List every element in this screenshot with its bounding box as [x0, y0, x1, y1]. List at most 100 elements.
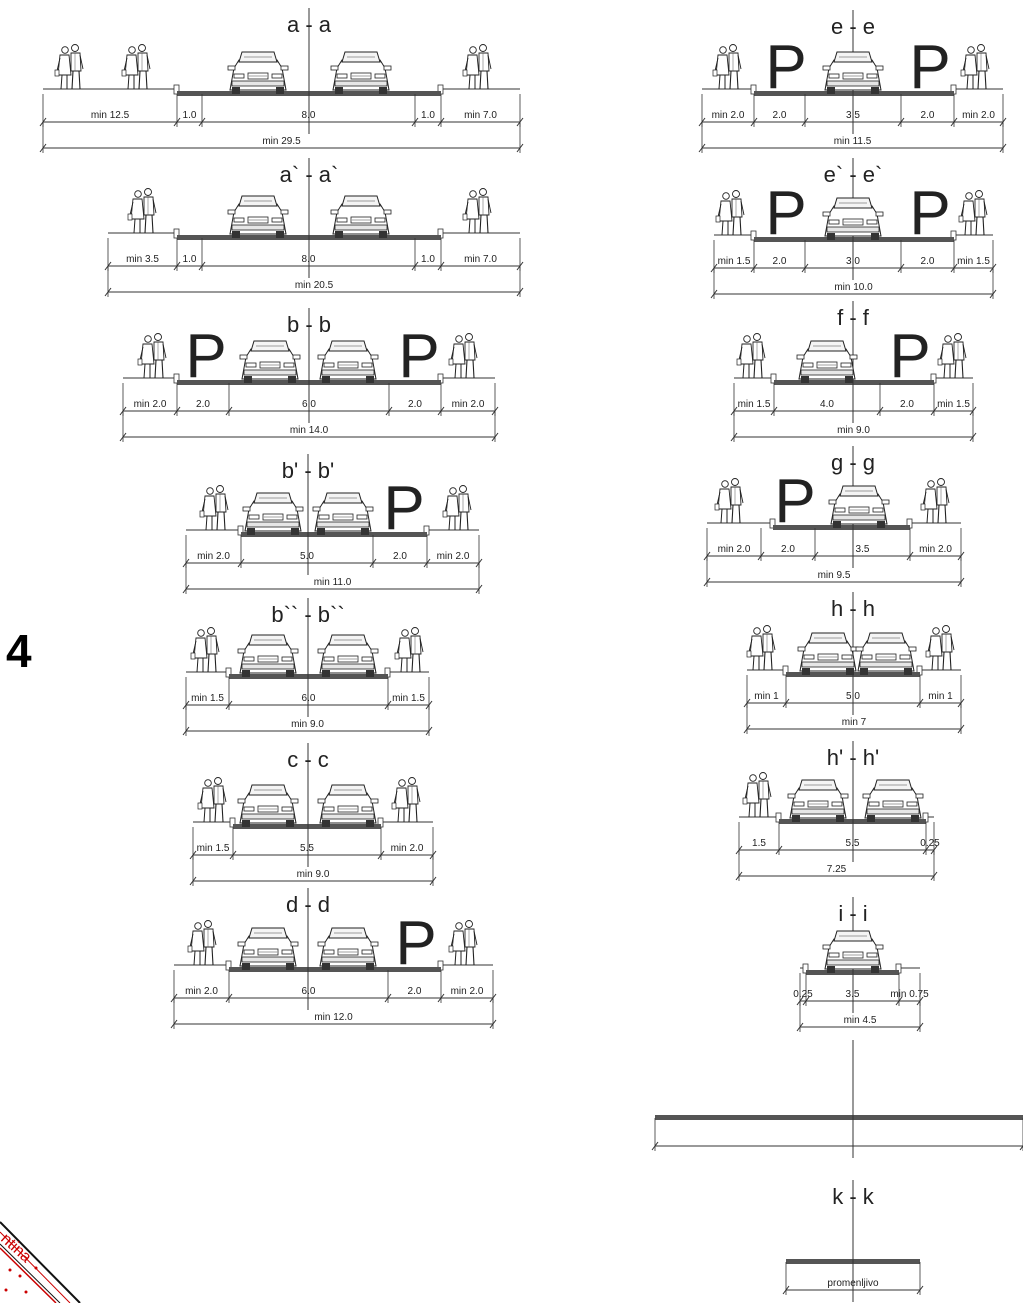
dimension-tick — [173, 406, 181, 416]
section-title: a - a — [287, 12, 332, 37]
car-icon — [828, 485, 890, 529]
parking-sign: P — [185, 322, 226, 391]
dimension-tick — [475, 584, 483, 594]
dimension-label: 2.0 — [921, 256, 935, 267]
car-icon — [317, 927, 379, 971]
parking-sign: P — [909, 179, 950, 248]
dimension-tick — [796, 1022, 804, 1032]
dimension-tick — [916, 1022, 924, 1032]
dimension-tick — [489, 1019, 497, 1029]
section-title: a` - a` — [280, 162, 339, 187]
dimension-tick — [39, 143, 47, 153]
dimension-tick — [811, 551, 819, 561]
dimension-tick — [104, 287, 112, 297]
dimension-label: min 2.0 — [452, 399, 485, 410]
car-icon — [317, 634, 379, 678]
total-dimension-label: min 14.0 — [290, 425, 329, 436]
roadway — [773, 525, 910, 530]
dimension-tick — [801, 263, 809, 273]
dimension-tick — [437, 117, 445, 127]
sheet-number: 4 — [6, 625, 32, 677]
pedestrians-icon — [121, 43, 151, 90]
pedestrians-icon — [712, 43, 742, 90]
dimension-tick — [782, 698, 790, 708]
section-title: d - d — [286, 892, 330, 917]
section-title: e` - e` — [824, 162, 883, 187]
dimension-tick — [429, 876, 437, 886]
curb — [225, 667, 232, 678]
survey-point — [18, 1274, 22, 1278]
dimension-tick — [229, 850, 237, 860]
dimension-label: 1.0 — [421, 254, 435, 265]
pedestrians-icon — [742, 771, 772, 818]
section-title: b`` - b`` — [271, 602, 344, 627]
car-icon — [787, 779, 849, 823]
dimension-label: min 7.0 — [464, 110, 497, 121]
dimension-tick — [182, 584, 190, 594]
dimension-tick — [750, 263, 758, 273]
dimension-label: 2.0 — [781, 544, 795, 555]
dimension-tick — [437, 261, 445, 271]
pedestrians-icon — [127, 187, 157, 234]
roadway — [655, 1115, 1023, 1120]
dimension-label: min 2.0 — [134, 399, 167, 410]
curb — [225, 960, 232, 971]
boundary-line-black — [0, 1243, 61, 1304]
dimension-label: 2.0 — [900, 399, 914, 410]
dimension-tick — [897, 117, 905, 127]
dimension-label: 8.0 — [302, 254, 316, 265]
pedestrians-icon — [394, 626, 424, 673]
roadway — [754, 91, 954, 96]
pedestrians-icon — [937, 332, 967, 379]
dimension-label: 1.0 — [183, 254, 197, 265]
pedestrians-icon — [54, 43, 84, 90]
dimension-label: min 2.0 — [391, 843, 424, 854]
car-icon — [317, 340, 379, 384]
dimension-tick — [876, 406, 884, 416]
dimension-tick — [237, 558, 245, 568]
dimension-label: 3.5 — [846, 989, 860, 1000]
dimension-label: 6.0 — [302, 693, 316, 704]
boundary-line-black — [0, 1221, 81, 1304]
car-icon — [237, 634, 299, 678]
total-dimension-label: min 12.0 — [314, 1012, 353, 1023]
dimension-label: min 1.5 — [718, 256, 751, 267]
pedestrians-icon — [199, 484, 229, 531]
dimension-label: 2.0 — [773, 256, 787, 267]
dimension-label: 5.0 — [846, 691, 860, 702]
dimension-tick — [651, 1141, 659, 1151]
dimension-tick — [698, 143, 706, 153]
dimension-label: min 2.0 — [962, 110, 995, 121]
pedestrians-icon — [197, 776, 227, 823]
dimension-label: min 2.0 — [197, 551, 230, 562]
parking-sign: P — [765, 33, 806, 102]
dimension-tick — [750, 117, 758, 127]
roadway — [241, 532, 427, 537]
dimension-tick — [384, 700, 392, 710]
pedestrians-icon — [746, 624, 776, 671]
dimension-tick — [411, 117, 419, 127]
pedestrians-icon — [715, 189, 745, 236]
dimension-label: min 1.5 — [957, 256, 990, 267]
dimension-tick — [782, 1285, 790, 1295]
curb — [173, 373, 180, 384]
dimension-label: 0.25 — [920, 838, 940, 849]
car-icon — [330, 51, 392, 95]
car-icon — [330, 195, 392, 239]
car-icon — [855, 632, 917, 676]
parking-sign: P — [765, 179, 806, 248]
section-title: b - b — [287, 312, 331, 337]
roadway — [229, 967, 441, 972]
dimension-label: 5.5 — [846, 838, 860, 849]
roadway — [233, 824, 381, 829]
dimension-label: min 1 — [754, 691, 779, 702]
dimension-tick — [743, 724, 751, 734]
